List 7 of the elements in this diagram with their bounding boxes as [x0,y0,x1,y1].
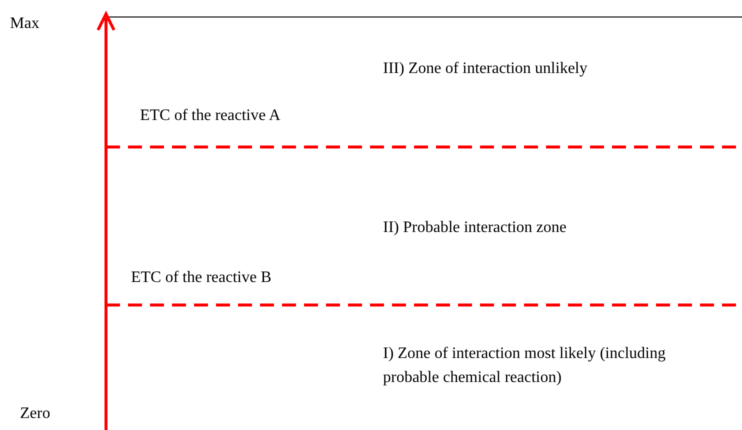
zone-label: III) Zone of interaction unlikely [383,59,588,79]
zone-label: I) Zone of interaction most likely (including probable chemical reaction) [383,344,667,388]
threshold-label: ETC of the reactive B [131,268,272,288]
axis-max-label: Max [10,14,40,34]
threshold-label: ETC of the reactive A [140,106,280,126]
axis-zero-label: Zero [20,404,50,424]
zone-label: II) Probable interaction zone [383,218,566,238]
